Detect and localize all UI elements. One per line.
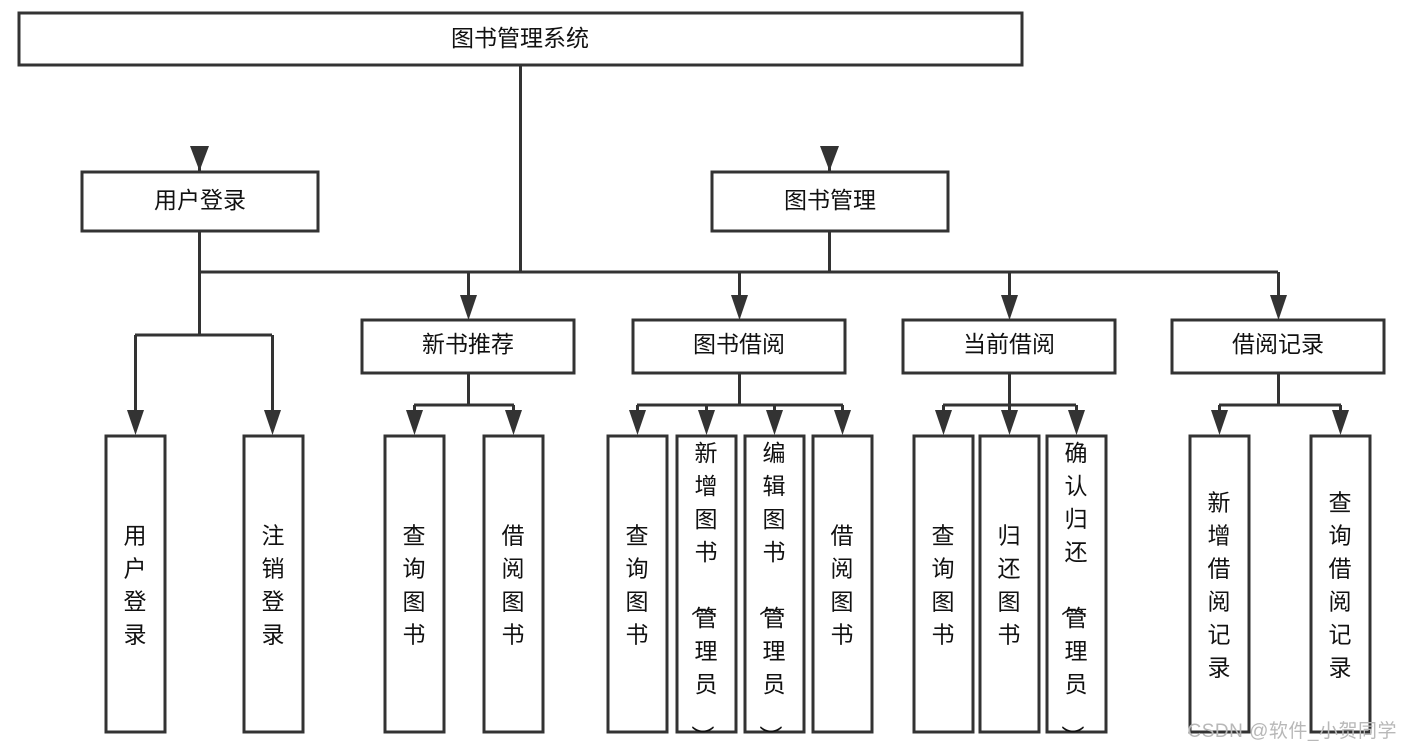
leaf-label-bb-query-book: 查询图书 — [626, 523, 649, 648]
arrow-head-bb-leaf-3 — [766, 410, 783, 435]
node-current-borrow[interactable]: 当前借阅 — [901, 318, 1117, 375]
node-new-book-rec-label: 新书推荐 — [422, 331, 514, 357]
leaf-box-bb-add-book-admin[interactable] — [675, 434, 738, 734]
node-root-box[interactable] — [17, 11, 1024, 67]
node-book-mgmt-label: 图书管理 — [784, 187, 876, 213]
node-current-borrow-box[interactable] — [901, 318, 1117, 375]
arrow-head-cb-leaf-3 — [1068, 410, 1085, 435]
leaf-label-cb-query-book: 查询图书 — [932, 523, 955, 648]
node-book-borrow[interactable]: 图书借阅 — [631, 318, 847, 375]
node-book-borrow-box[interactable] — [631, 318, 847, 375]
leaf-node[interactable]: 借阅图书 — [811, 434, 874, 734]
connector-group-book-borrow — [629, 373, 851, 435]
leaf-box-cb-confirm-return-admin[interactable] — [1045, 434, 1108, 734]
node-borrow-record-label: 借阅记录 — [1232, 331, 1324, 357]
leaf-label-cb-confirm-return-admin: 确认归还（管理员） — [1060, 440, 1088, 747]
node-book-borrow-label: 图书借阅 — [693, 331, 785, 357]
arrow-head-user-login — [190, 146, 209, 171]
arrow-head-leaf-logout — [264, 410, 281, 435]
node-user-login-box[interactable] — [80, 170, 320, 233]
leaf-box-nbr-query-book[interactable] — [383, 434, 446, 734]
connector-group-book-mgmt — [460, 232, 1287, 320]
leaf-node[interactable]: 查询图书 — [606, 434, 669, 734]
connector-group-user-login — [127, 232, 281, 435]
leaf-node[interactable]: 注销登录 — [242, 434, 305, 734]
arrow-head-bb-leaf-4 — [834, 410, 851, 435]
leaf-node[interactable]: 编辑图书（管理员） — [743, 434, 806, 747]
leaf-box-user-login[interactable] — [104, 434, 167, 734]
arrow-head-new-book-rec — [460, 295, 477, 320]
node-book-mgmt-box[interactable] — [710, 170, 950, 233]
leaf-box-bb-borrow-book[interactable] — [811, 434, 874, 734]
leaf-node[interactable]: 新增图书（管理员） — [675, 434, 738, 747]
connector-group-current-borrow — [935, 373, 1085, 435]
connector-group-borrow-record — [1211, 373, 1349, 435]
leaf-label-br-query-record: 查询借阅记录 — [1329, 490, 1352, 681]
leaf-node[interactable]: 借阅图书 — [482, 434, 545, 734]
leaf-node[interactable]: 归还图书 — [978, 434, 1041, 734]
leaf-label-logout: 注销登录 — [262, 523, 285, 648]
leaf-label-nbr-borrow-book: 借阅图书 — [502, 523, 525, 648]
leaf-box-cb-query-book[interactable] — [912, 434, 975, 734]
leaf-node[interactable]: 查询图书 — [383, 434, 446, 734]
arrow-head-cb-leaf-1 — [935, 410, 952, 435]
arrow-head-current-borrow — [1001, 295, 1018, 320]
arrow-head-leaf-user-login — [127, 410, 144, 435]
node-book-mgmt[interactable]: 图书管理 — [710, 170, 950, 233]
leaf-box-logout[interactable] — [242, 434, 305, 734]
leaf-label-nbr-query-book: 查询图书 — [403, 523, 426, 648]
leaf-node[interactable]: 查询借阅记录 — [1309, 434, 1372, 734]
arrow-head-borrow-record — [1270, 295, 1287, 320]
node-current-borrow-label: 当前借阅 — [963, 331, 1055, 357]
node-user-login-label: 用户登录 — [154, 187, 246, 213]
leaf-box-br-add-record[interactable] — [1188, 434, 1251, 734]
leaf-label-bb-add-book-admin: 新增图书（管理员） — [690, 440, 718, 747]
arrow-head-nbr-leaf-2 — [505, 410, 522, 435]
node-borrow-record-box[interactable] — [1170, 318, 1386, 375]
leaf-label-cb-return-book: 归还图书 — [998, 523, 1021, 648]
leaf-node[interactable]: 确认归还（管理员） — [1045, 434, 1108, 747]
node-new-book-rec[interactable]: 新书推荐 — [360, 318, 576, 375]
node-root-label: 图书管理系统 — [451, 25, 589, 51]
arrow-head-nbr-leaf-1 — [406, 410, 423, 435]
leaf-box-br-query-record[interactable] — [1309, 434, 1372, 734]
leaf-box-cb-return-book[interactable] — [978, 434, 1041, 734]
node-borrow-record[interactable]: 借阅记录 — [1170, 318, 1386, 375]
arrow-head-br-leaf-1 — [1211, 410, 1228, 435]
leaf-label-user-login: 用户登录 — [124, 523, 147, 648]
leaf-box-bb-query-book[interactable] — [606, 434, 669, 734]
arrow-head-br-leaf-2 — [1332, 410, 1349, 435]
leaf-box-nbr-borrow-book[interactable] — [482, 434, 545, 734]
arrow-head-bb-leaf-2 — [698, 410, 715, 435]
leaf-node[interactable]: 新增借阅记录 — [1188, 434, 1251, 734]
arrow-head-book-mgmt — [820, 146, 839, 171]
leaf-node[interactable]: 查询图书 — [912, 434, 975, 734]
leaf-label-bb-edit-book-admin: 编辑图书（管理员） — [758, 440, 786, 747]
leaf-label-br-add-record: 新增借阅记录 — [1208, 490, 1231, 681]
node-new-book-rec-box[interactable] — [360, 318, 576, 375]
leaf-label-bb-borrow-book: 借阅图书 — [831, 523, 854, 648]
node-root[interactable]: 图书管理系统 — [17, 11, 1024, 67]
arrow-head-cb-leaf-2 — [1001, 410, 1018, 435]
leaf-box-bb-edit-book-admin[interactable] — [743, 434, 806, 734]
leaf-node[interactable]: 用户登录 — [104, 434, 167, 734]
connector-group-root — [190, 66, 839, 274]
connector-group-new-book-rec — [406, 373, 522, 435]
node-user-login[interactable]: 用户登录 — [80, 170, 320, 233]
arrow-head-bb-leaf-1 — [629, 410, 646, 435]
arrow-head-book-borrow — [731, 295, 748, 320]
